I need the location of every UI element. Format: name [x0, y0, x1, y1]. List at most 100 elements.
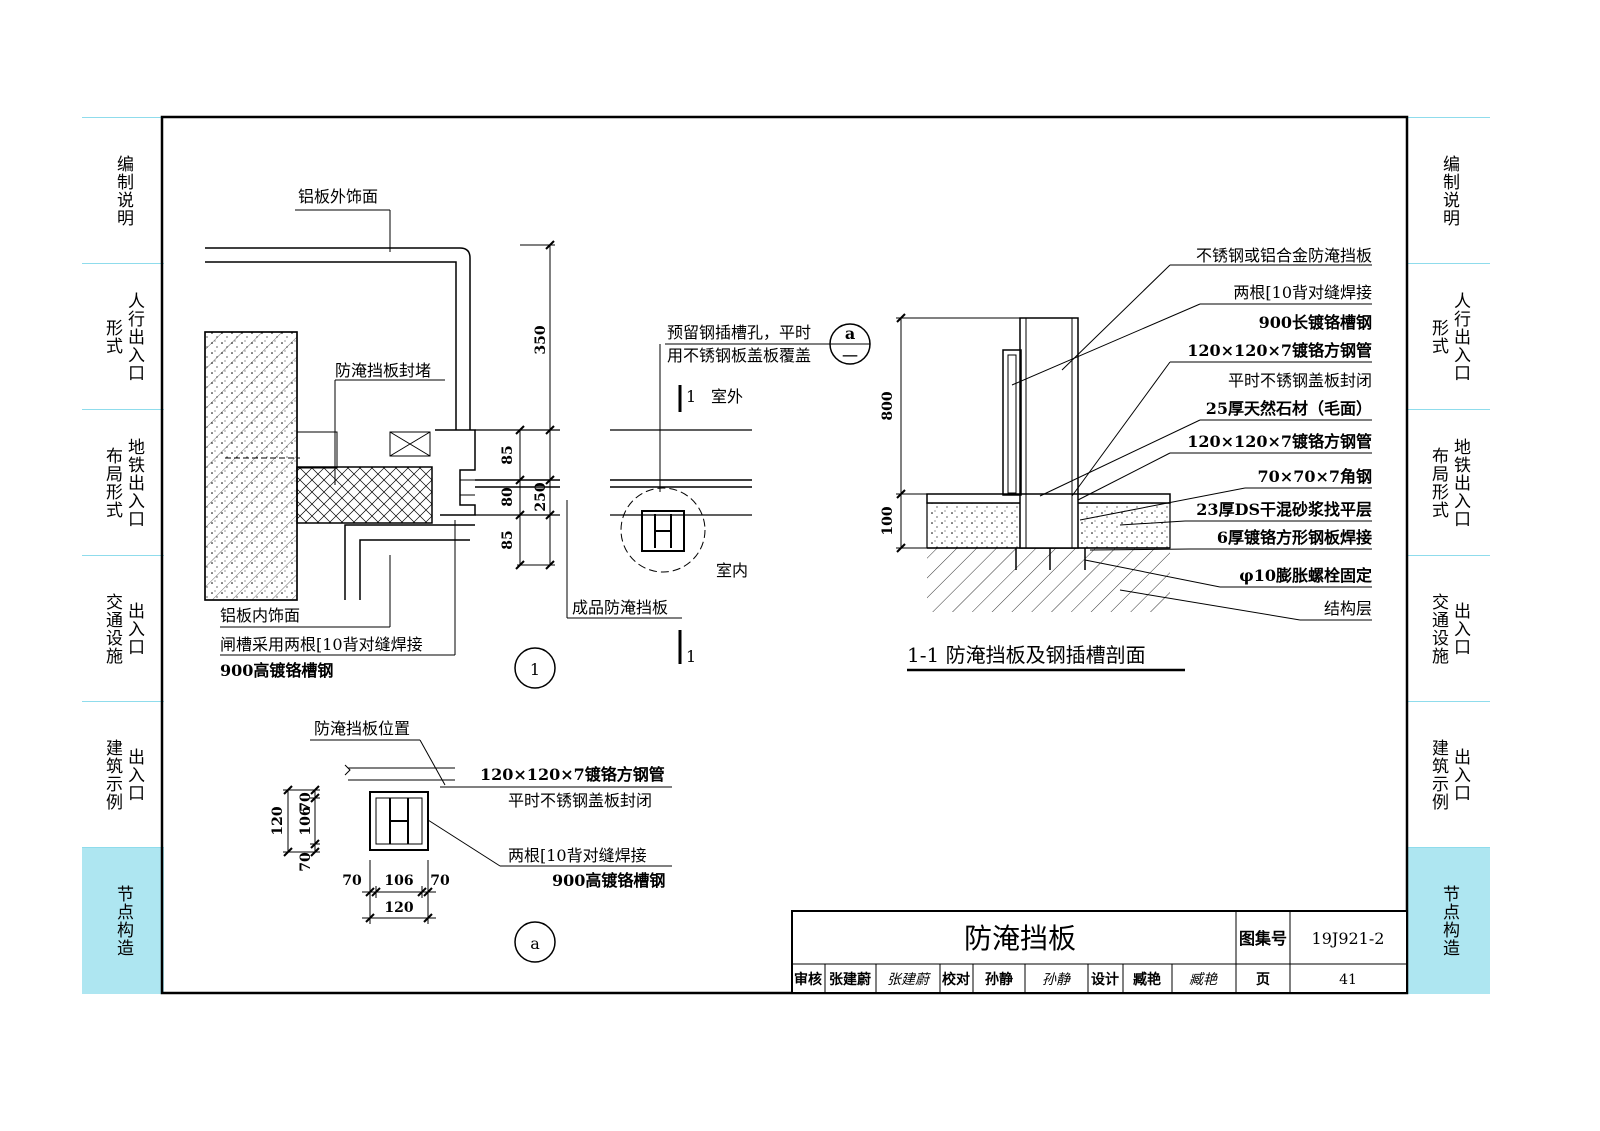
sidebar-tab-label: 建筑示例	[102, 739, 122, 811]
sidebar-tab-label: 地铁出入口	[124, 438, 144, 528]
svg-text:120: 120	[270, 806, 286, 835]
ref-a: a	[845, 324, 855, 343]
label-gate-1: 闸槽采用两根[10背对缝焊接	[220, 635, 423, 654]
svg-text:120: 120	[384, 900, 413, 916]
svg-text:结构层: 结构层	[1324, 599, 1372, 618]
svg-text:900长镀铬槽钢: 900长镀铬槽钢	[1259, 313, 1372, 332]
sidebar-tab-label: 编制说明	[113, 155, 133, 227]
sidebar-tab-label: 出入口	[124, 602, 144, 656]
svg-text:页: 页	[1256, 972, 1270, 988]
dim-250: 250	[533, 482, 549, 511]
dim-350: 350	[533, 325, 549, 354]
svg-text:审核: 审核	[794, 971, 822, 988]
sidebar-right: 编制说明形式人行出入口布局形式地铁出入口交通设施出入口建筑示例出入口节点构造	[1408, 117, 1490, 994]
sidebar-tab-5[interactable]: 节点构造	[82, 847, 164, 994]
zoom-circle	[620, 487, 706, 573]
signature-reviewer: 张建蔚	[887, 972, 931, 988]
dim-85a: 85	[500, 445, 516, 464]
label-position: 防淹挡板位置	[314, 719, 410, 738]
label-gate-2: 900高镀铬槽钢	[220, 661, 333, 680]
svg-text:校对: 校对	[942, 971, 970, 988]
svg-text:70: 70	[298, 852, 314, 872]
title-block: 防淹挡板 图集号 19J921-2 审核 张建蔚 张建蔚 校对 孙静 孙静 设计…	[791, 910, 1408, 994]
label-seal: 防淹挡板封堵	[335, 361, 431, 380]
section-labels: 不锈钢或铝合金防淹挡板 两根[10背对缝焊接 900长镀铬槽钢 120×120×…	[1187, 246, 1372, 618]
sidebar-tab-label: 布局形式	[102, 447, 122, 519]
svg-text:张建蔚: 张建蔚	[829, 971, 871, 988]
section-mark-top: 1	[686, 387, 696, 406]
section-mark-bottom: 1	[686, 647, 696, 666]
sheet-border	[160, 115, 1409, 995]
section-1-1: 800 100 不锈钢或铝合金防淹挡板 两根[10背对缝焊接 900长镀铬槽钢 …	[880, 246, 1372, 672]
signature-checker: 孙静	[1042, 972, 1071, 988]
sidebar-tab-label: 交通设施	[1428, 593, 1448, 665]
svg-text:100: 100	[880, 506, 896, 535]
sidebar-tab-4[interactable]: 建筑示例出入口	[1408, 701, 1490, 848]
sidebar-tab-label: 出入口	[1450, 602, 1470, 656]
sidebar-tab-label: 地铁出入口	[1450, 438, 1470, 528]
sidebar-tab-3[interactable]: 交通设施出入口	[82, 555, 164, 702]
svg-text:臧艳: 臧艳	[1133, 971, 1161, 988]
svg-text:70: 70	[430, 873, 450, 889]
detail-a: 防淹挡板位置 120×120×7镀铬方钢管 平时不锈钢盖板封闭 两根[10背对缝…	[270, 719, 672, 963]
sidebar-tab-label: 人行出入口	[1450, 292, 1470, 382]
svg-text:不锈钢或铝合金防淹挡板: 不锈钢或铝合金防淹挡板	[1196, 246, 1372, 265]
sidebar-tab-2[interactable]: 布局形式地铁出入口	[1408, 409, 1490, 556]
svg-text:1: 1	[530, 660, 540, 679]
sidebar-left: 编制说明形式人行出入口布局形式地铁出入口交通设施出入口建筑示例出入口节点构造	[82, 117, 164, 994]
svg-text:设计: 设计	[1091, 971, 1119, 988]
sidebar-tab-label: 形式	[1428, 319, 1448, 355]
label-product: 成品防淹挡板	[572, 598, 668, 617]
svg-text:106: 106	[298, 806, 314, 835]
svg-text:孙静: 孙静	[985, 971, 1013, 988]
svg-text:φ10膨胀螺栓固定: φ10膨胀螺栓固定	[1239, 566, 1372, 585]
label-channel-1: 两根[10背对缝焊接	[508, 846, 647, 865]
sidebar-tab-5[interactable]: 节点构造	[1408, 847, 1490, 994]
svg-text:25厚天然石材（毛面）: 25厚天然石材（毛面）	[1206, 399, 1372, 418]
svg-text:两根[10背对缝焊接: 两根[10背对缝焊接	[1233, 283, 1372, 302]
detail-number-1	[514, 647, 556, 689]
ref-dash: 一	[842, 347, 858, 366]
svg-text:70: 70	[342, 873, 362, 889]
detail-1: 铝板外饰面 防淹挡板封堵 铝板内饰面 闸槽采用两根[10	[204, 187, 871, 689]
label-outdoor: 室外	[711, 387, 743, 406]
label-reserved-2: 用不锈钢板盖板覆盖	[667, 346, 811, 365]
page-number: 41	[1339, 972, 1357, 988]
sidebar-tab-label: 出入口	[124, 748, 144, 802]
signature-designer: 臧艳	[1189, 972, 1218, 988]
drawing-title: 防淹挡板	[964, 922, 1076, 955]
sidebar-tab-1[interactable]: 形式人行出入口	[1408, 263, 1490, 410]
svg-text:106: 106	[384, 873, 413, 889]
label-cover: 平时不锈钢盖板封闭	[508, 791, 652, 810]
sidebar-tab-label: 交通设施	[102, 593, 122, 665]
sidebar-tab-label: 人行出入口	[124, 292, 144, 382]
detail-number-a	[514, 921, 556, 963]
sidebar-tab-1[interactable]: 形式人行出入口	[82, 263, 164, 410]
sidebar-tab-4[interactable]: 建筑示例出入口	[82, 701, 164, 848]
sidebar-tab-label: 节点构造	[113, 885, 133, 957]
sidebar-tab-0[interactable]: 编制说明	[1408, 117, 1490, 264]
svg-text:平时不锈钢盖板封闭: 平时不锈钢盖板封闭	[1228, 371, 1372, 390]
label-reserved-1: 预留钢插槽孔，平时	[667, 323, 811, 342]
svg-text:120×120×7镀铬方钢管: 120×120×7镀铬方钢管	[1187, 341, 1372, 360]
sidebar-tab-2[interactable]: 布局形式地铁出入口	[82, 409, 164, 556]
sidebar-tab-label: 布局形式	[1428, 447, 1448, 519]
svg-text:a: a	[530, 934, 540, 953]
label-al-outer: 铝板外饰面	[298, 187, 378, 206]
sidebar-tab-label: 编制说明	[1439, 155, 1459, 227]
sidebar-tab-3[interactable]: 交通设施出入口	[1408, 555, 1490, 702]
section-title: 1-1 防淹挡板及钢插槽剖面	[907, 643, 1146, 667]
svg-text:70×70×7角钢: 70×70×7角钢	[1258, 467, 1372, 486]
dim-80: 80	[500, 487, 516, 507]
sidebar-tab-0[interactable]: 编制说明	[82, 117, 164, 264]
svg-text:图集号: 图集号	[1239, 929, 1287, 948]
label-al-inner: 铝板内饰面	[220, 606, 300, 625]
sidebar-tab-label: 出入口	[1450, 748, 1470, 802]
svg-text:800: 800	[880, 391, 896, 420]
label-channel-2: 900高镀铬槽钢	[552, 871, 665, 890]
svg-text:120×120×7镀铬方钢管: 120×120×7镀铬方钢管	[1187, 432, 1372, 451]
svg-text:23厚DS干混砂浆找平层: 23厚DS干混砂浆找平层	[1196, 500, 1372, 519]
sidebar-tab-label: 节点构造	[1439, 885, 1459, 957]
svg-text:6厚镀铬方形钢板焊接: 6厚镀铬方形钢板焊接	[1217, 528, 1372, 547]
